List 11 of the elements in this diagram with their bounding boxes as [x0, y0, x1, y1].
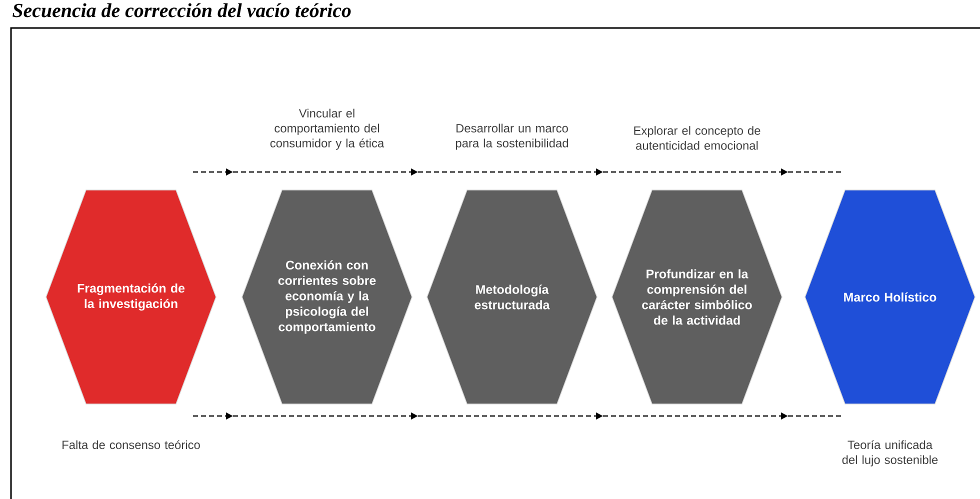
caption-text: Explorar el concepto de autenticidad emocional	[634, 126, 760, 150]
caption-text: Desarrollar un marco para la sostenibilidad	[456, 124, 568, 150]
caption-text: Vincular el comportamiento del consumidor y la ética	[270, 108, 384, 150]
hexagon: Profundizar en la comprensión del carácter simbólico de la actividad	[612, 190, 782, 404]
hexagon: Fragmentación de la investigación	[46, 190, 216, 404]
caption-text: Falta de consenso teórico	[62, 440, 200, 450]
caption-text: Teoría unificada del lujo sostenible	[842, 440, 938, 466]
hexagon: Conexión con corrientes sobre economía y la psicología del comportamiento	[242, 190, 412, 404]
hexagon: Metodología estructurada	[426, 190, 598, 404]
title: Secuencia de corrección del vacío teórico	[12, 3, 351, 18]
hexagon: Marco Holístico	[804, 190, 976, 404]
